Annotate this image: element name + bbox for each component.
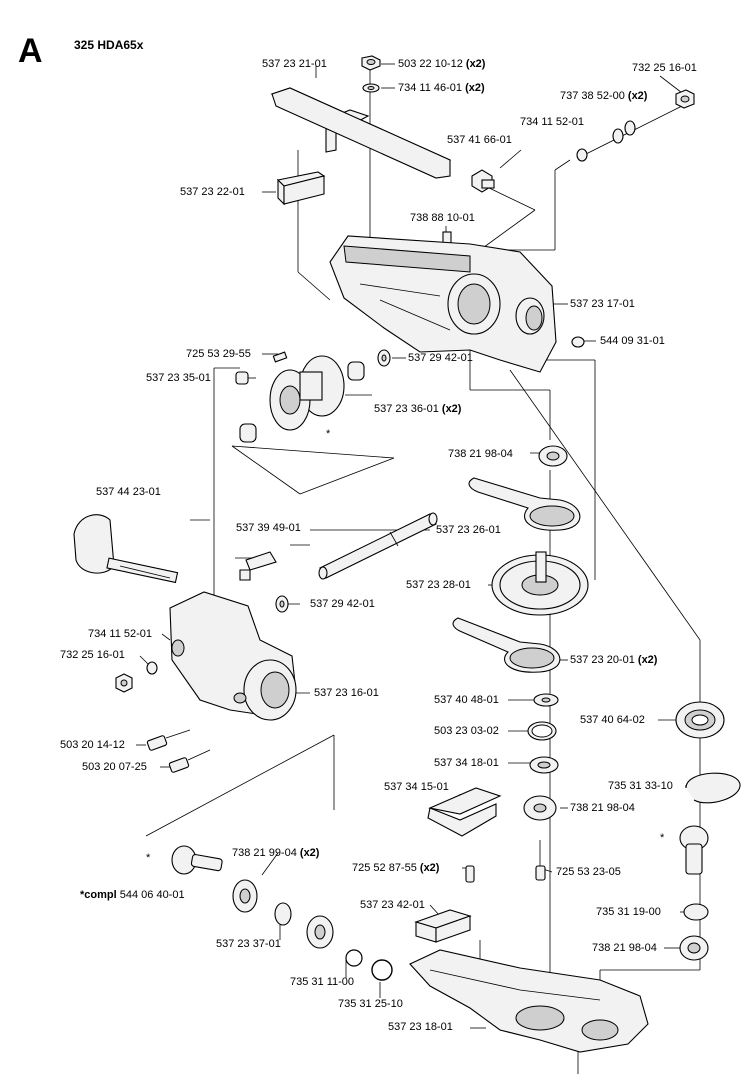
part-label[interactable]: 725 52 87-55 (x2): [352, 862, 440, 874]
part-label[interactable]: 537 34 18-01: [434, 757, 499, 769]
part-label[interactable]: 537 23 37-01: [216, 938, 281, 950]
nut-503-22-10-12: [361, 55, 381, 71]
nut-732-25-16-01-mid: [115, 673, 133, 693]
shaft-537-23-26-01: [318, 512, 438, 580]
asterisk-marker: *: [660, 832, 665, 844]
circlip-735-31-25-10: [371, 959, 393, 981]
part-label[interactable]: 537 23 21-01: [262, 58, 327, 70]
part-label[interactable]: 737 38 52-00 (x2): [560, 90, 648, 102]
part-label[interactable]: 503 23 03-02: [434, 725, 499, 737]
part-label[interactable]: 537 23 28-01: [406, 579, 471, 591]
washer-734-11-52-01-mid: [146, 661, 158, 675]
section-letter: A: [18, 32, 43, 70]
screw-503-20-07-25: [168, 757, 190, 773]
part-label[interactable]: 537 34 15-01: [384, 781, 449, 793]
pinion-544-06-40-01: [171, 845, 223, 875]
part-label[interactable]: 735 31 33-10: [608, 780, 673, 792]
pinion-gear-right: [679, 825, 709, 875]
part-label[interactable]: 503 22 10-12 (x2): [398, 58, 486, 70]
screw-725-53-29-55: [272, 351, 288, 363]
part-label[interactable]: 734 11 46-01 (x2): [398, 82, 485, 94]
part-label[interactable]: 537 44 23-01: [96, 486, 161, 498]
bearing-537-40-64-02: [675, 701, 725, 739]
part-label[interactable]: 732 25 16-01: [632, 62, 697, 74]
spacer-537-23-37-01: [274, 902, 292, 926]
asterisk-marker: *: [326, 428, 331, 440]
pin-544-09-31-01: [571, 336, 585, 348]
cover-537-23-18-01: [409, 949, 649, 1053]
washer-734-11-52-01-top: [576, 148, 588, 162]
lever-537-23-20-01-upper: [468, 477, 581, 531]
part-label[interactable]: 738 21 99-04 (x2): [232, 847, 320, 859]
part-label[interactable]: 537 41 66-01: [447, 134, 512, 146]
bearing-537-23-36-01-a: [347, 361, 365, 381]
bracket-537-23-21-01: [270, 87, 452, 179]
circlip-735-31-19-00: [683, 903, 709, 921]
bushing-537-23-35-01: [235, 371, 249, 385]
gear-537-23-28-01: [491, 551, 589, 616]
bearing-537-23-36-01-b: [239, 423, 257, 443]
circlip-735-31-33-10: [685, 772, 741, 804]
asterisk-marker: *: [146, 852, 151, 864]
screw-537-41-66-01: [471, 169, 495, 193]
part-label[interactable]: 537 23 18-01: [388, 1021, 453, 1033]
part-label[interactable]: 734 11 52-01: [88, 628, 153, 640]
part-label[interactable]: 537 29 42-01: [408, 352, 473, 364]
part-label[interactable]: *compl 544 06 40-01: [80, 889, 185, 901]
part-label[interactable]: 537 39 49-01: [236, 522, 301, 534]
block-537-23-42-01: [414, 909, 472, 943]
part-label[interactable]: 738 21 98-04: [570, 802, 635, 814]
housing-537-23-17-01: [329, 235, 557, 373]
part-label[interactable]: 537 23 22-01: [180, 186, 245, 198]
handle-537-44-23-01: [73, 514, 179, 584]
part-label[interactable]: 537 23 36-01 (x2): [374, 403, 462, 415]
gearcase-537-23-16-01: [169, 591, 297, 721]
part-label[interactable]: 503 20 14-12: [60, 739, 125, 751]
screw-503-20-14-12: [146, 735, 168, 751]
part-label[interactable]: 503 20 07-25: [82, 761, 147, 773]
part-label[interactable]: 537 23 42-01: [360, 899, 425, 911]
part-label[interactable]: 537 29 42-01: [310, 598, 375, 610]
part-label[interactable]: 537 23 17-01: [570, 298, 635, 310]
part-label[interactable]: 537 23 20-01 (x2): [570, 654, 658, 666]
block-537-23-22-01: [276, 171, 326, 206]
model-title: 325 HDA65x: [74, 38, 144, 52]
part-label[interactable]: 738 21 98-04: [448, 448, 513, 460]
screw-725-53-23-05: [535, 840, 546, 881]
lever-537-23-20-01-lower: [452, 617, 561, 673]
part-label[interactable]: 537 23 35-01: [146, 372, 211, 384]
bracket-537-34-15-01: [427, 787, 502, 837]
part-label[interactable]: 537 40 48-01: [434, 694, 499, 706]
seal-738-21-98-04-top: [538, 445, 568, 467]
part-label[interactable]: 738 21 98-04: [592, 942, 657, 954]
washer-737-38-52-00-a: [624, 120, 636, 136]
part-label[interactable]: 537 23 26-01: [436, 524, 501, 536]
part-label[interactable]: 734 11 52-01: [520, 116, 585, 128]
clip-537-39-49-01: [239, 551, 277, 581]
circlip-735-31-11-00: [345, 949, 363, 967]
part-label[interactable]: 738 88 10-01: [410, 212, 475, 224]
part-label[interactable]: 735 31 11-00: [290, 976, 355, 988]
nut-732-25-16-01-top: [675, 89, 695, 109]
part-label[interactable]: 735 31 19-00: [596, 906, 661, 918]
bevel-gear-upper: [269, 355, 345, 431]
seal-738-21-98-04-mid: [523, 795, 557, 821]
part-label[interactable]: 544 09 31-01: [600, 335, 665, 347]
part-label[interactable]: 725 53 29-55: [186, 348, 251, 360]
part-label[interactable]: 732 25 16-01: [60, 649, 125, 661]
screw-725-52-87-55: [465, 865, 475, 883]
part-label[interactable]: 537 23 16-01: [314, 687, 379, 699]
washer-737-38-52-00-b: [612, 128, 624, 144]
part-label[interactable]: 725 53 23-05: [556, 866, 621, 878]
part-label[interactable]: 735 31 25-10: [338, 998, 403, 1010]
part-label[interactable]: 537 40 64-02: [580, 714, 645, 726]
